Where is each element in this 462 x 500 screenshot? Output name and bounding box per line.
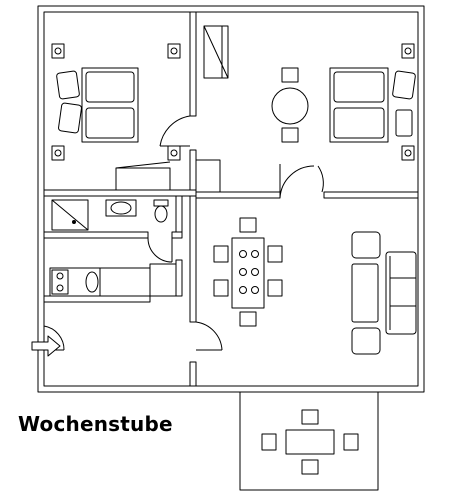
entrance-arrow-icon: [31, 335, 61, 357]
living-sofa-set: [351, 231, 417, 355]
terrace: [239, 392, 379, 491]
bedroom-2-furniture: [203, 25, 416, 161]
bedroom-1-furniture: [51, 43, 181, 191]
windows: [100, 385, 396, 393]
kitchen-fixtures: [49, 267, 151, 297]
bathroom-fixtures: [51, 199, 169, 231]
interior-walls: [43, 11, 419, 387]
plan-title: Wochenstube: [18, 412, 173, 436]
living-dining-set: [213, 217, 283, 327]
outer-walls: [37, 5, 425, 393]
